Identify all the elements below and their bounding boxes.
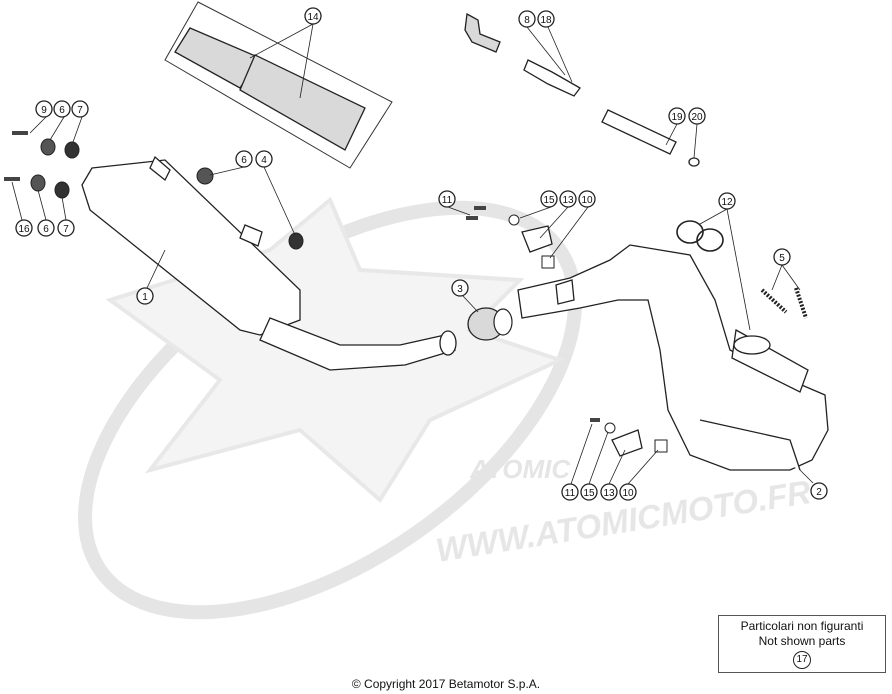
callout-10b: 10 [619,483,637,501]
callout-15a: 15 [540,190,558,208]
callout-11a: 11 [438,190,456,208]
callout-6c: 6 [37,219,55,237]
part-1-silencer [81,155,457,371]
callout-5: 5 [773,248,791,266]
callout-8: 8 [518,10,536,28]
callout-9: 9 [35,100,53,118]
callout-18: 18 [537,10,555,28]
svg-text:11: 11 [442,195,453,206]
svg-text:7: 7 [63,224,69,235]
svg-text:10: 10 [622,488,634,499]
svg-text:6: 6 [59,105,65,116]
svg-text:19: 19 [671,112,683,123]
legend-line-italian: Particolari non figuranti [740,619,864,633]
part-5-springs [760,287,808,319]
part-3-seal [467,307,513,341]
hardware-lower [590,418,668,457]
svg-text:16: 16 [18,224,30,235]
part-2-header-pipe [517,244,829,471]
svg-text:2: 2 [816,487,822,498]
callout-6b: 6 [235,150,253,168]
svg-text:1: 1 [142,292,148,303]
legend-line-english: Not shown parts [758,634,846,648]
callout-4: 4 [255,150,273,168]
leader-lines [11,23,814,485]
part-12-orings [676,220,724,252]
legend-ref-callout: 17 [793,651,811,669]
callout-2: 2 [810,482,828,500]
callout-3: 3 [451,279,469,297]
svg-text:13: 13 [603,488,615,499]
svg-text:15: 15 [543,195,555,206]
callout-1: 1 [136,287,154,305]
callout-15b: 15 [580,483,598,501]
svg-text:8: 8 [524,15,530,26]
not-shown-parts-legend: Particolari non figuranti Not shown part… [718,615,886,673]
svg-text:9: 9 [41,105,47,116]
svg-text:18: 18 [540,15,552,26]
part-8-hose [464,12,581,97]
callout-7a: 7 [71,100,89,118]
svg-text:15: 15 [583,488,595,499]
svg-text:7: 7 [77,105,83,116]
callout-14: 14 [304,7,322,25]
svg-text:6: 6 [241,155,247,166]
svg-text:14: 14 [307,12,319,23]
svg-text:4: 4 [261,155,267,166]
svg-text:5: 5 [779,253,785,264]
svg-text:6: 6 [43,224,49,235]
part-19-tube [601,109,700,167]
part-14-insulation-sleeve [164,1,393,169]
svg-text:12: 12 [721,197,733,208]
svg-text:10: 10 [581,195,593,206]
callout-20: 20 [688,107,706,125]
callout-11b: 11 [561,483,579,501]
hardware-left [4,131,304,250]
callout-6a: 6 [53,100,71,118]
callout-13a: 13 [559,190,577,208]
callout-7b: 7 [57,219,75,237]
callout-13b: 13 [600,483,618,501]
callout-19: 19 [668,107,686,125]
callout-10a: 10 [578,190,596,208]
callout-16: 16 [15,219,33,237]
copyright-notice: © Copyright 2017 Betamotor S.p.A. [351,677,541,691]
svg-text:3: 3 [457,284,463,295]
svg-text:13: 13 [562,195,574,206]
svg-text:20: 20 [691,112,703,123]
callout-12: 12 [718,192,736,210]
watermark-logo: ATOMIC [469,454,571,484]
svg-text:11: 11 [565,488,576,499]
